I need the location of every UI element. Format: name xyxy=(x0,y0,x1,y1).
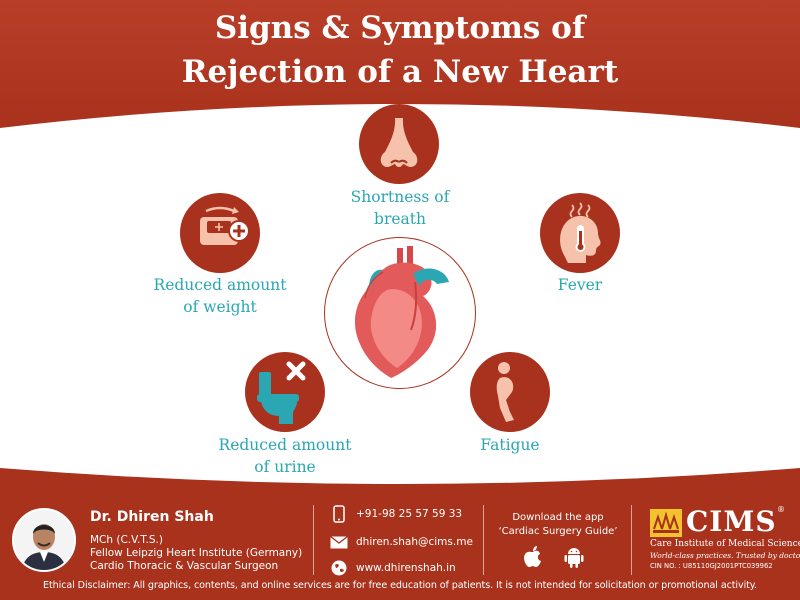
fever-circle xyxy=(540,193,620,273)
fatigue-circle xyxy=(470,352,550,432)
doctor-avatar xyxy=(12,508,76,572)
reduced-weight-label: Reduced amount of weight xyxy=(140,274,300,318)
label-line-2: of urine xyxy=(254,458,316,476)
reduced-weight-circle xyxy=(180,193,260,273)
toilet-icon xyxy=(257,361,306,424)
email-address: dhiren.shah@cims.me xyxy=(356,536,473,548)
cims-tagline: World-class practices. Trusted by doctor… xyxy=(650,551,800,560)
website-url: www.dhirenshah.in xyxy=(356,562,456,574)
app-name: ‘Cardiac Surgery Guide’ xyxy=(498,526,618,537)
doctor-qualification: MCh (C.V.T.S.) xyxy=(90,534,163,546)
fever-head-icon xyxy=(560,202,601,263)
header-band xyxy=(0,0,800,128)
doctor-photo xyxy=(14,510,74,570)
ethical-disclaimer: Ethical Disclaimer: All graphics, conten… xyxy=(43,580,757,591)
shortness-of-breath-label: Shortness of breath xyxy=(330,186,470,230)
label-line-1: Shortness of xyxy=(350,188,450,206)
page-title: Signs & Symptoms of Rejection of a New H… xyxy=(0,6,800,94)
label-line-1: Reduced amount xyxy=(153,276,287,294)
cims-name: CIMS xyxy=(686,505,777,538)
fatigue-label: Fatigue xyxy=(465,434,555,456)
heart-ring xyxy=(324,237,476,389)
phone-row[interactable]: +91-98 25 57 59 33 xyxy=(330,504,462,524)
title-line-2: Rejection of a New Heart xyxy=(181,54,619,90)
doctor-designation: Cardio Thoracic & Vascular Surgeon xyxy=(90,560,279,572)
app-download-text: Download the app xyxy=(512,512,604,523)
weighing-scale-icon xyxy=(200,206,250,245)
email-row[interactable]: dhiren.shah@cims.me xyxy=(330,532,473,552)
divider xyxy=(483,505,484,575)
registered-mark: ® xyxy=(777,505,785,514)
footer: Dr. Dhiren Shah MCh (C.V.T.S.) Fellow Le… xyxy=(0,493,800,600)
cims-emblem-icon xyxy=(650,509,682,537)
globe-icon xyxy=(330,559,348,577)
cims-full-name: Care Institute of Medical Sciences xyxy=(650,539,800,549)
app-store-icons xyxy=(524,546,584,568)
fatigue-person-icon xyxy=(496,362,514,422)
nose-icon xyxy=(380,118,418,167)
phone-icon xyxy=(330,505,348,523)
doctor-name: Dr. Dhiren Shah xyxy=(90,509,214,525)
divider xyxy=(631,505,632,575)
divider xyxy=(313,505,314,575)
reduced-urine-circle xyxy=(245,352,325,432)
label-line-1: Fatigue xyxy=(480,436,540,454)
heart-icon xyxy=(354,246,449,378)
label-line-2: breath xyxy=(374,210,426,228)
label-line-1: Reduced amount xyxy=(218,436,352,454)
label-line-1: Fever xyxy=(557,276,603,294)
phone-number: +91-98 25 57 59 33 xyxy=(356,508,463,520)
mail-icon xyxy=(330,533,348,551)
label-line-2: of weight xyxy=(183,298,257,316)
apple-icon[interactable] xyxy=(524,546,542,568)
android-icon[interactable] xyxy=(564,546,584,568)
shortness-of-breath-circle xyxy=(359,104,439,184)
reduced-urine-label: Reduced amount of urine xyxy=(205,434,365,478)
fever-label: Fever xyxy=(540,274,620,296)
website-row[interactable]: www.dhirenshah.in xyxy=(330,558,456,578)
cims-logo: CIMS ® Care Institute of Medical Science… xyxy=(650,505,800,577)
title-line-1: Signs & Symptoms of xyxy=(214,10,586,46)
footer-band xyxy=(0,468,800,600)
doctor-fellowship: Fellow Leipzig Heart Institute (Germany) xyxy=(90,547,303,559)
cims-cin-number: CIN NO. : U85110GJ2001PTC039962 xyxy=(650,562,773,570)
